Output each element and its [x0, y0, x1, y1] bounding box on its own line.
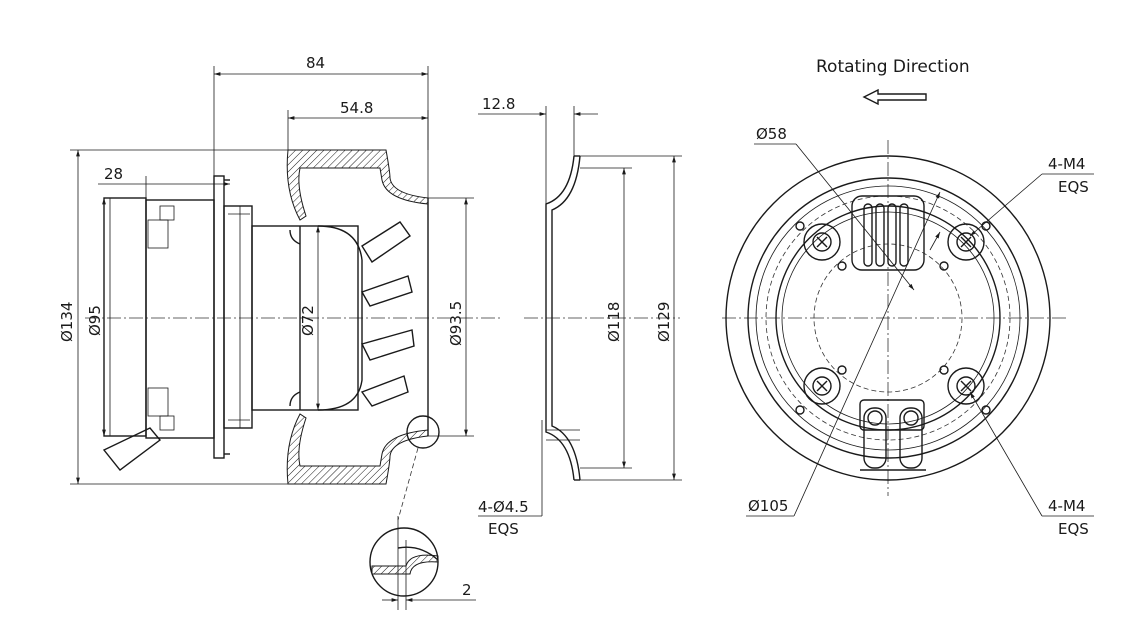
dim-dia-118: Ø118	[605, 302, 623, 342]
note-thread-top: 4-M4	[1048, 155, 1085, 173]
dim-plate-offset: 28	[104, 165, 123, 183]
ring-view-dimensions: 12.8 Ø118 Ø129 4-Ø4.5 EQS	[478, 95, 682, 538]
dim-dia-134: Ø134	[58, 302, 76, 342]
dim-dia-72: Ø72	[299, 305, 317, 336]
rotating-direction-label: Rotating Direction	[816, 57, 970, 77]
dim-thickness: 2	[462, 581, 472, 599]
note-thread-bottom: 4-M4	[1048, 497, 1085, 515]
screw-boss-top-left	[803, 223, 841, 261]
detail-view: 2	[369, 516, 476, 610]
screw-boss-bottom-left	[803, 367, 841, 405]
front-view	[722, 140, 1066, 496]
screw-boss-bottom-right	[947, 367, 985, 405]
dim-dia-58: Ø58	[756, 125, 787, 143]
dim-wheel-depth: 54.8	[340, 99, 373, 117]
front-view-dimensions: Ø58 Ø105 4-M4 EQS 4-M4 EQS	[746, 125, 1094, 538]
side-view-dimensions: 84 54.8 28 Ø134 Ø95 Ø72 Ø93.5	[58, 54, 474, 485]
rotation-arrow-icon	[862, 88, 927, 106]
dim-dia-105: Ø105	[748, 497, 788, 515]
ring-view	[524, 155, 680, 481]
note-ring-holes-eqs: EQS	[488, 520, 519, 538]
dim-ring-depth: 12.8	[482, 95, 515, 113]
note-thread-top-eqs: EQS	[1058, 178, 1089, 196]
header: Rotating Direction	[816, 57, 970, 106]
note-ring-holes: 4-Ø4.5	[478, 498, 529, 516]
dim-dia-95: Ø95	[86, 305, 104, 336]
dim-dia-129: Ø129	[655, 302, 673, 342]
dim-dia-93-5: Ø93.5	[447, 301, 465, 346]
screw-boss-top-right	[947, 223, 985, 261]
dim-overall-depth: 84	[306, 54, 325, 72]
side-view	[85, 149, 500, 521]
note-thread-bottom-eqs: EQS	[1058, 520, 1089, 538]
